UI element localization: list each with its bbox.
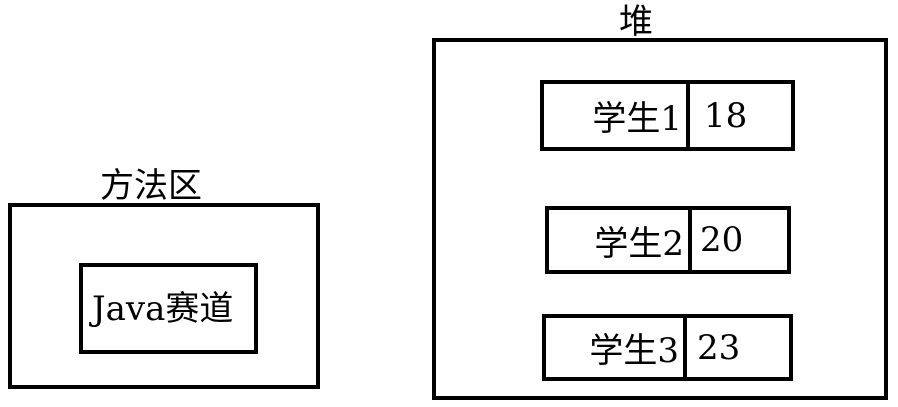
method-area-title: 方法区 (100, 166, 202, 206)
object-name-cell: 学生3 (546, 318, 687, 377)
object-age-cell: 18 (690, 84, 791, 147)
heap-object: 学生2 20 (545, 206, 791, 274)
object-age: 20 (700, 220, 744, 260)
object-name: 学生1 (592, 99, 682, 139)
class-info-box (79, 263, 258, 354)
object-name-cell: 学生2 (549, 210, 692, 270)
heap-title: 堆 (619, 2, 653, 42)
object-age: 18 (704, 95, 748, 136)
object-age-cell: 23 (687, 318, 789, 377)
heap-object: 学生3 23 (542, 314, 793, 381)
heap-object: 学生1 18 (540, 80, 795, 151)
class-info-label: Java赛道 (92, 289, 234, 329)
object-name-cell: 学生1 (544, 84, 690, 147)
object-name: 学生2 (594, 223, 684, 264)
object-name: 学生3 (589, 331, 679, 371)
object-age-cell: 20 (692, 210, 787, 270)
object-age: 23 (697, 327, 741, 368)
